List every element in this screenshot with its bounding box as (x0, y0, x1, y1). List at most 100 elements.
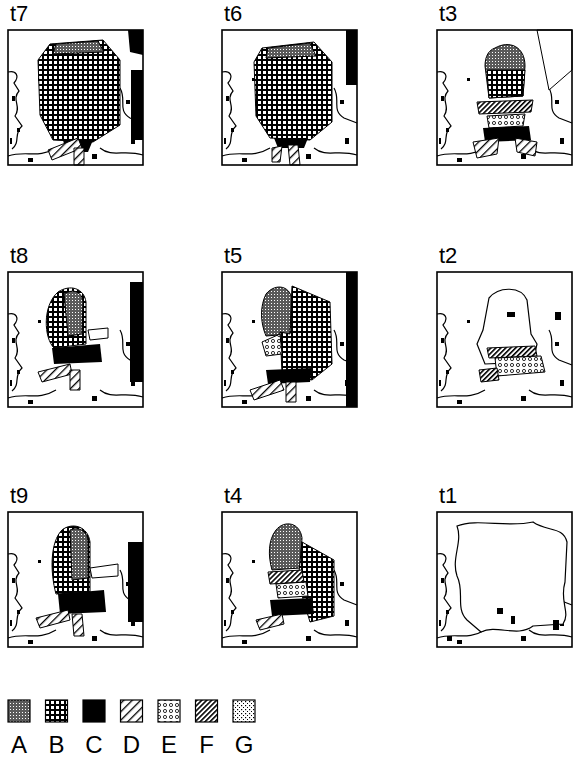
segment-shape (477, 289, 537, 364)
segment-shape (495, 356, 545, 376)
segment-shape (280, 286, 332, 380)
segment-shape (487, 114, 525, 128)
segment-shape (222, 272, 357, 407)
segment-shape (8, 512, 143, 647)
legend-swatch (46, 700, 68, 722)
legend-letter: D (123, 732, 140, 758)
segment-shape (8, 30, 143, 165)
segment-shape (52, 344, 102, 364)
segment-shape (38, 40, 120, 142)
panel-t2 (437, 272, 572, 407)
segment-shape (507, 312, 515, 317)
panel-label: t7 (10, 2, 28, 26)
panel-label: t4 (224, 484, 242, 508)
panel-t4 (222, 512, 357, 647)
segment-shape (64, 291, 83, 336)
segment-shape (131, 70, 143, 140)
segment-shape (515, 138, 537, 156)
panel-label: t1 (439, 484, 457, 508)
segment-shape (8, 512, 143, 647)
segment-shape (8, 272, 143, 407)
segment-shape (276, 582, 308, 598)
segment-shape (485, 45, 525, 98)
segment-shape (38, 364, 72, 382)
panel-t5 (222, 272, 357, 407)
segment-shape (553, 620, 559, 630)
segment-shape (437, 30, 572, 165)
segment-shape (477, 100, 533, 114)
legend-letter: G (235, 732, 254, 758)
segment-shape (455, 522, 567, 632)
segment-shape (90, 564, 118, 578)
segment-shape (36, 610, 70, 628)
segment-shape (46, 288, 86, 348)
panel-t1 (437, 512, 572, 647)
segment-shape (262, 287, 293, 336)
segment-shape (222, 30, 357, 165)
legend-letter: B (48, 732, 64, 758)
segment-shape (74, 148, 84, 165)
segment-shape (222, 512, 357, 647)
panel-label: t9 (10, 484, 28, 508)
segment-shape (487, 70, 525, 98)
legend-swatch (158, 700, 180, 722)
segment-shape (286, 382, 296, 402)
segment-shape (8, 272, 143, 407)
segment-shape (437, 30, 572, 165)
segment-shape (447, 636, 452, 641)
legend-letter: A (11, 732, 27, 758)
legend-swatch (233, 700, 255, 722)
segment-shape (473, 138, 499, 158)
panel-label: t3 (439, 2, 457, 26)
segment-shape (222, 30, 357, 165)
segment-shape (88, 328, 108, 340)
legend-swatch (121, 700, 143, 722)
segment-shape (250, 380, 284, 400)
segment-shape (555, 312, 561, 320)
segment-shape (254, 42, 332, 140)
segment-shape (70, 529, 88, 580)
segment-shape (222, 272, 357, 407)
legend-letter: F (199, 732, 214, 758)
legend-swatch (8, 700, 30, 722)
panel-label: t2 (439, 244, 457, 268)
segment-shape (128, 542, 143, 622)
segment-shape (128, 30, 143, 55)
segment-shape (52, 526, 90, 594)
segment-shape (262, 334, 282, 356)
legend-swatch (83, 700, 105, 722)
segment-shape (497, 608, 503, 614)
segment-shape (346, 30, 357, 85)
segment-shape (537, 30, 572, 90)
panel-t3 (437, 30, 572, 165)
segment-shape (346, 272, 357, 407)
segment-shape (437, 272, 572, 407)
panel-t6 (222, 30, 357, 165)
segment-shape (272, 146, 282, 162)
segment-shape (130, 282, 143, 382)
legend-swatch (196, 700, 218, 722)
legend-letter: E (161, 732, 177, 758)
segment-shape (268, 570, 304, 584)
segment-shape (222, 512, 357, 647)
segment-shape (256, 614, 284, 630)
panel-t7 (8, 30, 143, 165)
segment-shape (70, 370, 80, 390)
segment-shape (437, 512, 572, 647)
segment-shape (266, 43, 316, 58)
panel-label: t5 (224, 244, 242, 268)
panel-label: t8 (10, 244, 28, 268)
segment-shape (8, 30, 143, 165)
segment-shape (269, 524, 302, 570)
panel-t9 (8, 512, 143, 647)
panel-t8 (8, 272, 143, 407)
segment-shape (437, 512, 572, 647)
legend-letter: C (85, 732, 102, 758)
segment-shape (511, 616, 515, 624)
panel-label: t6 (224, 2, 242, 26)
segment-shape (270, 598, 314, 616)
segment-shape (479, 368, 499, 382)
segment-shape (437, 272, 572, 407)
segment-shape (53, 41, 104, 54)
